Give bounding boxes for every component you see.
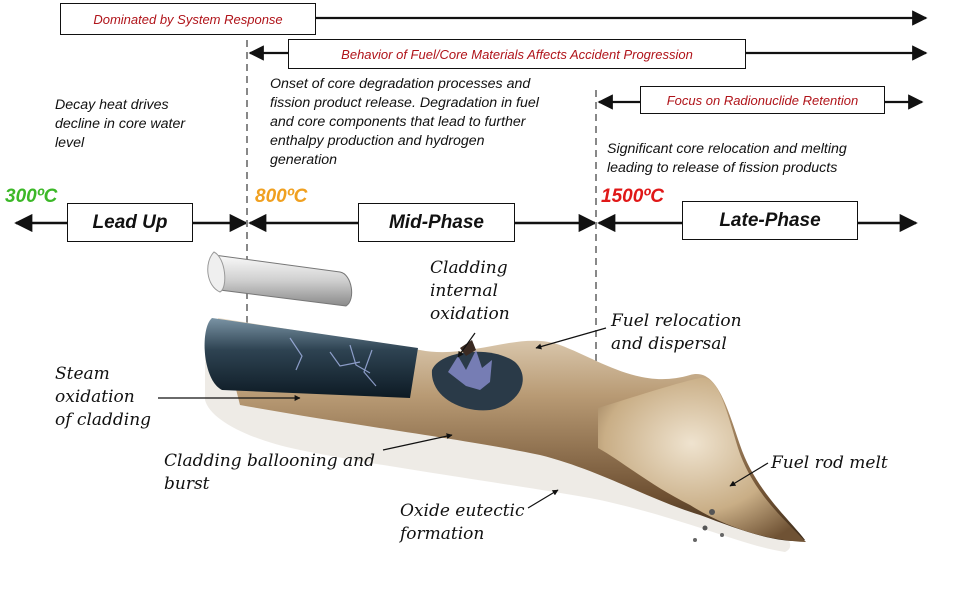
label-line: Cladding [430, 258, 508, 278]
droplet [709, 509, 715, 515]
tube-opening [207, 251, 226, 293]
label-line: and dispersal [611, 334, 727, 354]
temp-1500: 1500ºC [601, 186, 664, 207]
cladding-internal-oxidation-label: Cladding internal oxidation [430, 257, 510, 326]
phase-late: Late-Phase [682, 201, 858, 240]
desc-line: fission product release. Degradation in … [270, 95, 539, 111]
desc-line: Decay heat drives [55, 97, 169, 113]
fuel-relocation-label: Fuel relocation and dispersal [611, 310, 742, 356]
fuel-core-banner: Behavior of Fuel/Core Materials Affects … [288, 39, 746, 69]
label-line: formation [400, 524, 485, 544]
oxide-eutectic-label: Oxide eutectic formation [400, 500, 525, 546]
label-line: Steam [55, 364, 110, 384]
cladding-ballooning-label: Cladding ballooning and burst [164, 450, 375, 496]
cladding-tube [213, 254, 353, 307]
fuel-relocation-pointer [535, 327, 607, 350]
droplet [702, 525, 708, 531]
desc-line: level [55, 135, 85, 151]
fuel-rod-melt-pointer [729, 462, 769, 487]
label-line: Oxide eutectic [400, 501, 525, 521]
cladding-internal-pointer [457, 332, 476, 358]
mid-phase-description: Onset of core degradation processes and … [270, 75, 539, 170]
debris-fragment [460, 340, 476, 356]
fuel-rod-illustration [204, 251, 806, 552]
temp-300: 300ºC [5, 186, 58, 207]
pellet-cracks [289, 337, 377, 387]
droplet [720, 533, 724, 537]
system-response-banner: Dominated by System Response [60, 3, 316, 35]
phase-mid: Mid-Phase [358, 203, 515, 242]
label-line: burst [164, 474, 210, 494]
desc-line: and core components that lead to further [270, 114, 526, 130]
lead-up-description: Decay heat drives decline in core water … [55, 96, 185, 153]
droplet [693, 538, 697, 542]
label-line: of cladding [55, 410, 152, 430]
desc-line: enthalpy production and hydrogen [270, 133, 485, 149]
label-line: Cladding ballooning and [164, 451, 375, 471]
temp-800: 800ºC [255, 186, 308, 207]
fuel-rod-melt-label: Fuel rod melt [771, 452, 888, 475]
phase-lead-up: Lead Up [67, 203, 193, 242]
desc-line: generation [270, 152, 338, 168]
label-line: internal [430, 281, 498, 301]
melt-region [598, 377, 806, 542]
cladding-ballooning-pointer [382, 433, 453, 451]
desc-line: Onset of core degradation processes and [270, 76, 531, 92]
radionuclide-banner: Focus on Radionuclide Retention [640, 86, 885, 114]
oxide-eutectic-pointer [527, 489, 559, 509]
steam-oxidation-label: Steam oxidation of cladding [55, 363, 151, 432]
label-line: Fuel rod melt [771, 453, 888, 473]
desc-line: decline in core water [55, 116, 186, 132]
fuel-pellet-stack [204, 318, 418, 398]
late-phase-description: Significant core relocation and melting … [607, 140, 847, 178]
label-line: Fuel relocation [611, 311, 742, 331]
desc-line: Significant core relocation and melting [607, 141, 847, 157]
desc-line: leading to release of fission products [607, 160, 838, 176]
crystal-debris [448, 350, 492, 390]
label-line: oxidation [55, 387, 135, 407]
label-line: oxidation [430, 304, 510, 324]
